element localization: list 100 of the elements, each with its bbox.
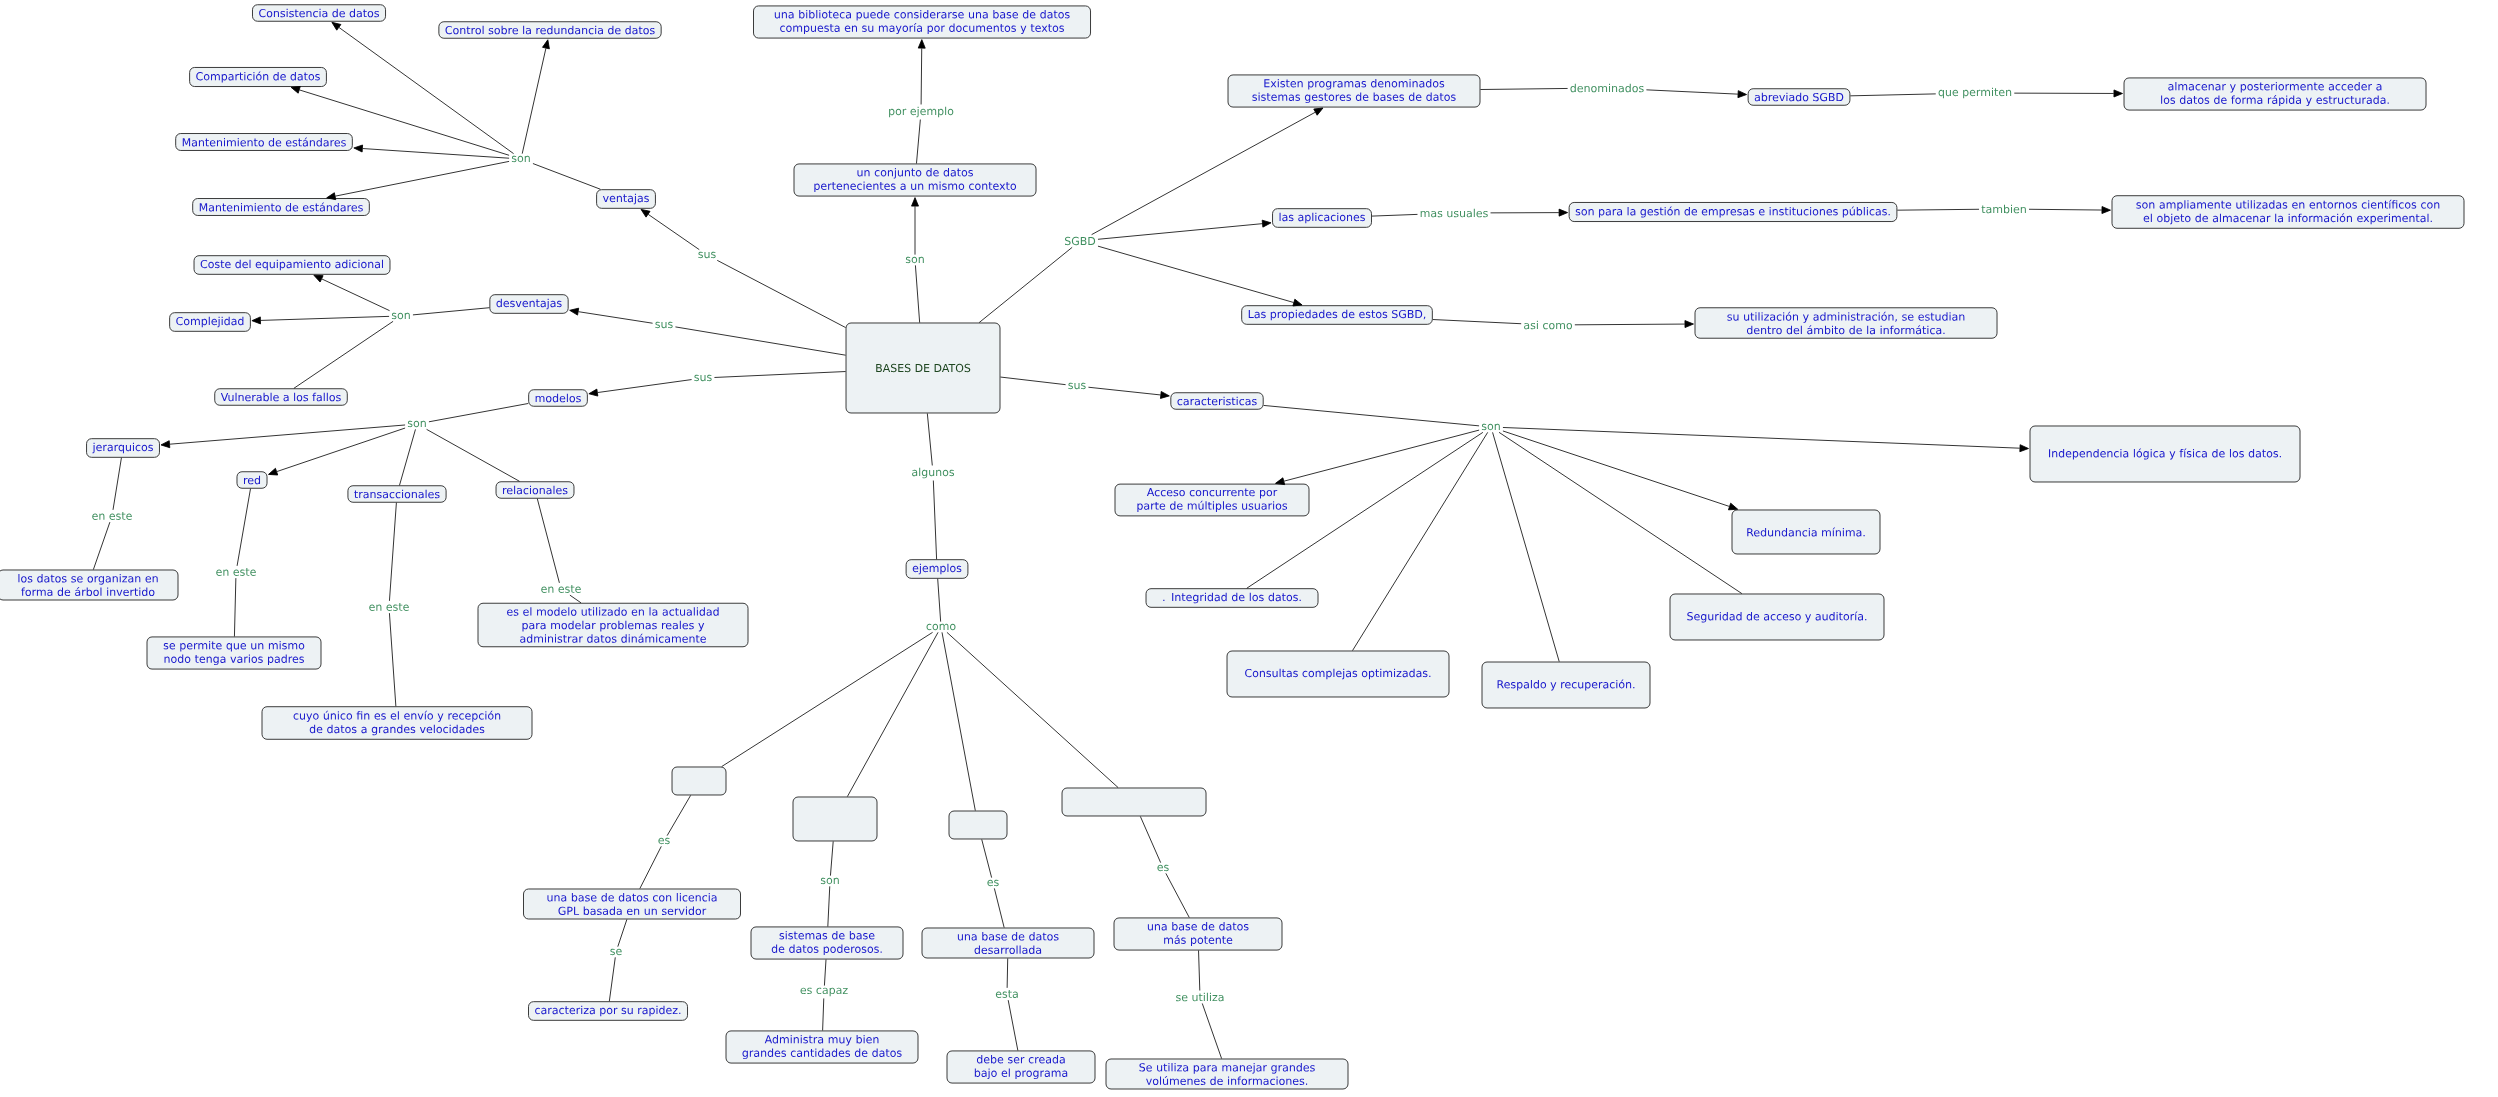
linking-phrase: son xyxy=(407,420,426,428)
concept-box: Complejidad xyxy=(169,312,251,332)
connector-line xyxy=(293,320,394,389)
arrow xyxy=(1490,208,1568,217)
concept-box: Coste del equipamiento adicional xyxy=(193,255,391,275)
arrow xyxy=(313,274,390,312)
concept-box: Existen programas denominados sistemas gestores de bases de datos xyxy=(1227,74,1481,108)
connector-line xyxy=(830,841,834,877)
connector-line xyxy=(1896,208,1980,211)
linking-phrase: es capaz xyxy=(800,987,848,997)
empty-box xyxy=(671,766,727,796)
linking-phrase: asi como xyxy=(1524,320,1573,330)
arrow xyxy=(268,427,406,476)
connector-line xyxy=(536,498,560,584)
linking-phrase: es xyxy=(658,837,670,845)
connector-line xyxy=(608,956,616,1002)
concept-box: Mantenimiento de estándares xyxy=(192,198,370,216)
arrow xyxy=(1088,386,1170,399)
arrow xyxy=(251,315,390,325)
connector-line xyxy=(399,428,416,486)
concept-box: red xyxy=(236,471,268,489)
concept-box: cuyo único fin es el envío y recepción de datos a grandes velocidades xyxy=(261,706,533,740)
concept-box: sistemas de base de datos poderosos. xyxy=(750,926,904,960)
concept-box: Independencia lógica y física de los datos. xyxy=(2029,425,2301,483)
linking-phrase: en este xyxy=(92,512,132,520)
linking-phrase: algunos xyxy=(912,467,955,479)
concept-box: una base de datos con licencia GPL basada en un servidor xyxy=(523,888,741,920)
arrow xyxy=(326,161,510,201)
connector-line xyxy=(824,959,827,986)
linking-phrase: se utiliza xyxy=(1176,992,1224,1002)
arrow xyxy=(2013,89,2123,98)
concept-box: relacionales xyxy=(495,481,575,499)
connector-line xyxy=(1246,431,1484,589)
connector-line xyxy=(236,488,251,567)
concept-box: debe ser creada bajo el programa xyxy=(946,1050,1096,1084)
concept-box: jerarquicos xyxy=(86,438,160,458)
concept-box: un conjunto de datos pertenecientes a un mismo contexto xyxy=(793,163,1037,197)
connector-line xyxy=(993,887,1005,928)
linking-phrase: se xyxy=(610,948,622,956)
concept-box: una base de datos desarrollada xyxy=(921,927,1095,959)
linking-phrase: sus xyxy=(694,374,712,382)
concept-box: Las propiedades de estos SGBD, xyxy=(1241,305,1433,325)
arrow xyxy=(1091,107,1324,236)
linking-phrase: tambien xyxy=(1981,204,2026,214)
connector-line xyxy=(389,612,397,707)
connector-line xyxy=(1007,999,1019,1051)
concept-box: su utilización y administración, se estudian dentro del ámbito de la informática. xyxy=(1694,307,1998,339)
connector-line xyxy=(1198,950,1201,991)
concept-box: Respaldo y recuperación. xyxy=(1481,661,1651,709)
arrow xyxy=(1097,219,1272,240)
connector-line xyxy=(916,119,921,164)
connector-line xyxy=(716,259,846,328)
concept-box: Consultas complejas optimizadas. xyxy=(1226,650,1450,698)
concept-box: son para la gestión de empresas e instituciones públicas. xyxy=(1568,202,1898,222)
connector-line xyxy=(847,631,939,797)
linking-phrase: son xyxy=(905,256,924,264)
linking-phrase: mas usuales xyxy=(1420,208,1488,218)
concept-box: una biblioteca puede considerarse una base de datos compuesta en su mayoría por documentos y textos xyxy=(753,5,1091,39)
arrow xyxy=(521,39,550,155)
connector-line xyxy=(981,839,993,879)
connector-line xyxy=(1849,93,1937,97)
connector-line xyxy=(915,264,921,323)
arrow xyxy=(290,86,510,156)
connector-line xyxy=(1006,958,1009,989)
connector-line xyxy=(569,594,582,604)
arrow xyxy=(917,39,926,105)
connector-line xyxy=(1371,214,1418,217)
linking-phrase: denominados xyxy=(1570,83,1644,93)
connector-line xyxy=(937,578,942,623)
arrow xyxy=(1275,429,1480,485)
concept-box: caracteriza por su rapidez. xyxy=(528,1001,688,1021)
concept-box: Acceso concurrente por parte de múltiples usuarios xyxy=(1114,483,1310,517)
empty-box xyxy=(792,796,878,842)
connector-line xyxy=(827,885,831,927)
linking-phrase: es xyxy=(987,879,999,887)
arrow xyxy=(911,197,919,256)
concept-box: modelos xyxy=(528,389,588,407)
concept-box: ejemplos xyxy=(905,559,969,579)
connector-line xyxy=(714,371,846,378)
connector-line xyxy=(1498,431,1743,594)
concept-box: abreviado SGBD xyxy=(1747,88,1851,106)
arrow xyxy=(1574,320,1694,328)
linking-phrase: sus xyxy=(698,251,716,259)
concept-box: Control sobre la redundancia de datos xyxy=(438,21,662,39)
arrow xyxy=(331,21,514,155)
connector-line xyxy=(666,795,691,837)
connector-line xyxy=(941,631,976,811)
linking-phrase: en este xyxy=(216,568,256,576)
arrow xyxy=(160,424,406,449)
connector-line xyxy=(426,428,520,482)
linking-phrase: en este xyxy=(369,603,409,611)
arrow xyxy=(1502,430,1739,511)
linking-phrase: que permiten xyxy=(1938,87,2012,99)
concept-box: ventajas xyxy=(596,189,656,209)
concept-box: almacenar y posteriormente acceder a los datos de forma rápida y estructurada. xyxy=(2123,77,2427,111)
connector-line xyxy=(926,413,933,466)
linking-phrase: por ejemplo xyxy=(889,106,954,118)
arrow xyxy=(1646,89,1747,99)
connector-line xyxy=(1480,88,1568,90)
linking-phrase: esta xyxy=(995,990,1018,998)
